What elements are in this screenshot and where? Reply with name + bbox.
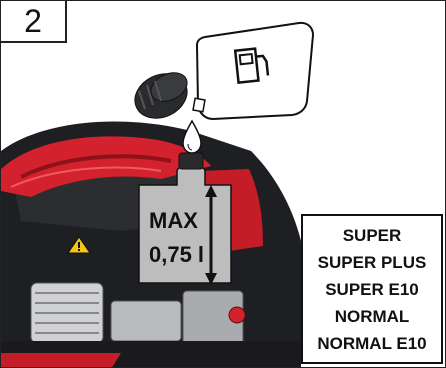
primer-button bbox=[229, 307, 245, 323]
engine-bracket bbox=[111, 301, 181, 341]
step-number-box: 2 bbox=[1, 1, 67, 43]
fuel-type-item: SUPER E10 bbox=[325, 276, 419, 303]
engine-cylinder bbox=[31, 283, 103, 343]
fuel-drop-icon bbox=[183, 121, 201, 153]
fuel-type-item: NORMAL E10 bbox=[317, 330, 426, 357]
engine-red-base bbox=[1, 353, 121, 368]
step-number: 2 bbox=[24, 3, 42, 40]
max-volume: 0,75 l bbox=[149, 238, 219, 272]
max-word: MAX bbox=[149, 204, 219, 238]
fuel-type-item: NORMAL bbox=[335, 303, 410, 330]
tank-filler-neck bbox=[179, 153, 203, 169]
fuel-type-item: SUPER bbox=[343, 222, 402, 249]
fuel-canister-icon bbox=[193, 23, 313, 119]
max-fill-label: MAX 0,75 l bbox=[149, 204, 219, 272]
fuel-types-box: SUPER SUPER PLUS SUPER E10 NORMAL NORMAL… bbox=[301, 214, 443, 364]
tank-cap-icon bbox=[128, 66, 195, 127]
fuel-type-item: SUPER PLUS bbox=[318, 249, 427, 276]
